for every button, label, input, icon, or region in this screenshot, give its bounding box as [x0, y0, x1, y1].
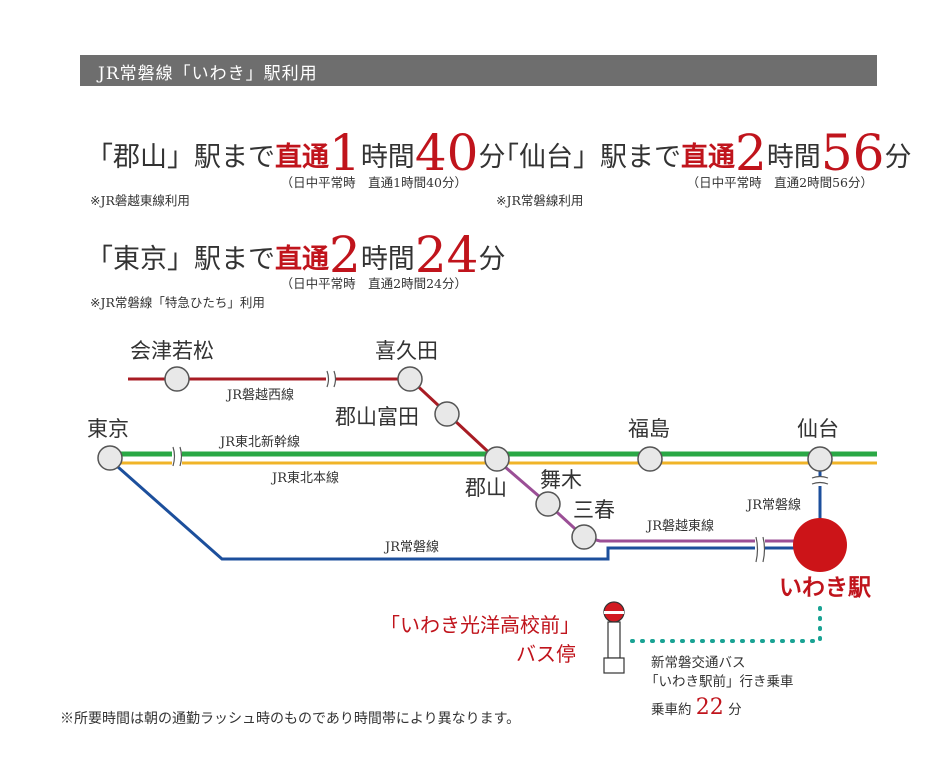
access-hours-unit: 時間 [360, 142, 415, 173]
station-sendai-marker [807, 446, 833, 472]
station-koriyama-label: 郡山 [465, 476, 507, 500]
access-minutes-unit: 分 [478, 142, 506, 173]
access-hours: 1 [329, 124, 361, 182]
station-aizu-marker [164, 366, 190, 392]
line-label-joban-main: JR常磐線 [383, 539, 439, 555]
station-fukushima-marker [637, 446, 663, 472]
access-note: ※JR常磐線「特急ひたち」利用 [90, 295, 265, 310]
station-kitakata-marker [397, 366, 423, 392]
header-title: JR常磐線「いわき」駅利用 [98, 64, 318, 84]
bus-stop-icon [603, 601, 625, 674]
bus-stop-name: 「いわき光洋高校前」 [380, 613, 580, 637]
bus-route-path [630, 606, 822, 643]
access-hours: 2 [329, 226, 361, 284]
access-sendai: 「仙台」駅まで直通2時間56分 [492, 128, 911, 178]
station-aizu-label: 会津若松 [130, 339, 214, 363]
line-label-joban-north: JR常磐線 [745, 497, 801, 513]
access-tokyo: 「東京」駅まで直通2時間24分 [86, 230, 505, 280]
station-fukushima-label: 福島 [628, 417, 670, 441]
line-label-banetsu-west: JR磐越西線 [225, 387, 294, 403]
access-hours-unit: 時間 [766, 142, 821, 173]
station-maigi-label: 舞木 [540, 468, 582, 492]
access-minutes: 24 [414, 226, 479, 284]
access-direct: 直通 [275, 244, 329, 275]
station-koriyama-tomita-label: 郡山富田 [335, 405, 419, 429]
station-iwaki-marker [793, 518, 847, 572]
station-iwaki-label: いわき駅 [779, 574, 871, 601]
station-kitakata-label: 喜久田 [375, 339, 438, 363]
line-label-shinkansen: JR東北新幹線 [218, 434, 300, 450]
line-label-banetsu-east: JR磐越東線 [645, 518, 714, 534]
bus-ride-prefix: 乗車約 [651, 702, 692, 718]
bus-ride-time: 乗車約 22 分 [651, 695, 742, 720]
station-sendai-label: 仙台 [797, 417, 839, 441]
line-break-marks [172, 369, 829, 564]
access-minutes: 40 [414, 124, 479, 182]
access-koriyama: 「郡山」駅まで直通1時間40分 [86, 128, 505, 178]
access-note: ※JR常磐線利用 [496, 193, 584, 208]
access-direct: 直通 [275, 142, 329, 173]
line-label-tohoku-main: JR東北本線 [270, 470, 339, 486]
footnote: ※所要時間は朝の通勤ラッシュ時のものであり時間帯により異なります。 [60, 711, 521, 727]
access-prefix: 「郡山」駅まで [86, 142, 275, 173]
station-tokyo-label: 東京 [87, 417, 129, 441]
line-joban-south [109, 458, 820, 561]
access-hours-unit: 時間 [360, 244, 415, 275]
access-note: ※JR磐越東線利用 [90, 193, 190, 208]
access-minutes-unit: 分 [478, 244, 506, 275]
header-banner: JR常磐線「いわき」駅利用 [80, 55, 877, 86]
bus-ride-minutes: 22 [696, 695, 724, 720]
station-maigi-marker [535, 491, 561, 517]
access-direct: 直通 [681, 142, 735, 173]
station-miharu-marker [571, 524, 597, 550]
station-koriyama-tomita-marker [434, 401, 460, 427]
bus-operator: 新常磐交通バス [651, 654, 746, 671]
access-prefix: 「東京」駅まで [86, 244, 275, 275]
access-minutes-unit: 分 [884, 142, 912, 173]
station-tokyo-marker [97, 445, 123, 471]
bus-route-name: 「いわき駅前」行き乗車 [645, 673, 794, 690]
access-hours: 2 [735, 124, 767, 182]
access-detail: （日中平常時 直通2時間24分） [280, 276, 467, 291]
access-detail: （日中平常時 直通2時間56分） [686, 175, 873, 190]
access-minutes: 56 [820, 124, 885, 182]
station-miharu-label: 三春 [573, 498, 615, 522]
bus-ride-unit: 分 [728, 702, 742, 718]
access-detail: （日中平常時 直通1時間40分） [280, 175, 467, 190]
access-prefix: 「仙台」駅まで [492, 142, 681, 173]
bus-stop-suffix: バス停 [516, 642, 576, 666]
station-koriyama-marker [484, 446, 510, 472]
